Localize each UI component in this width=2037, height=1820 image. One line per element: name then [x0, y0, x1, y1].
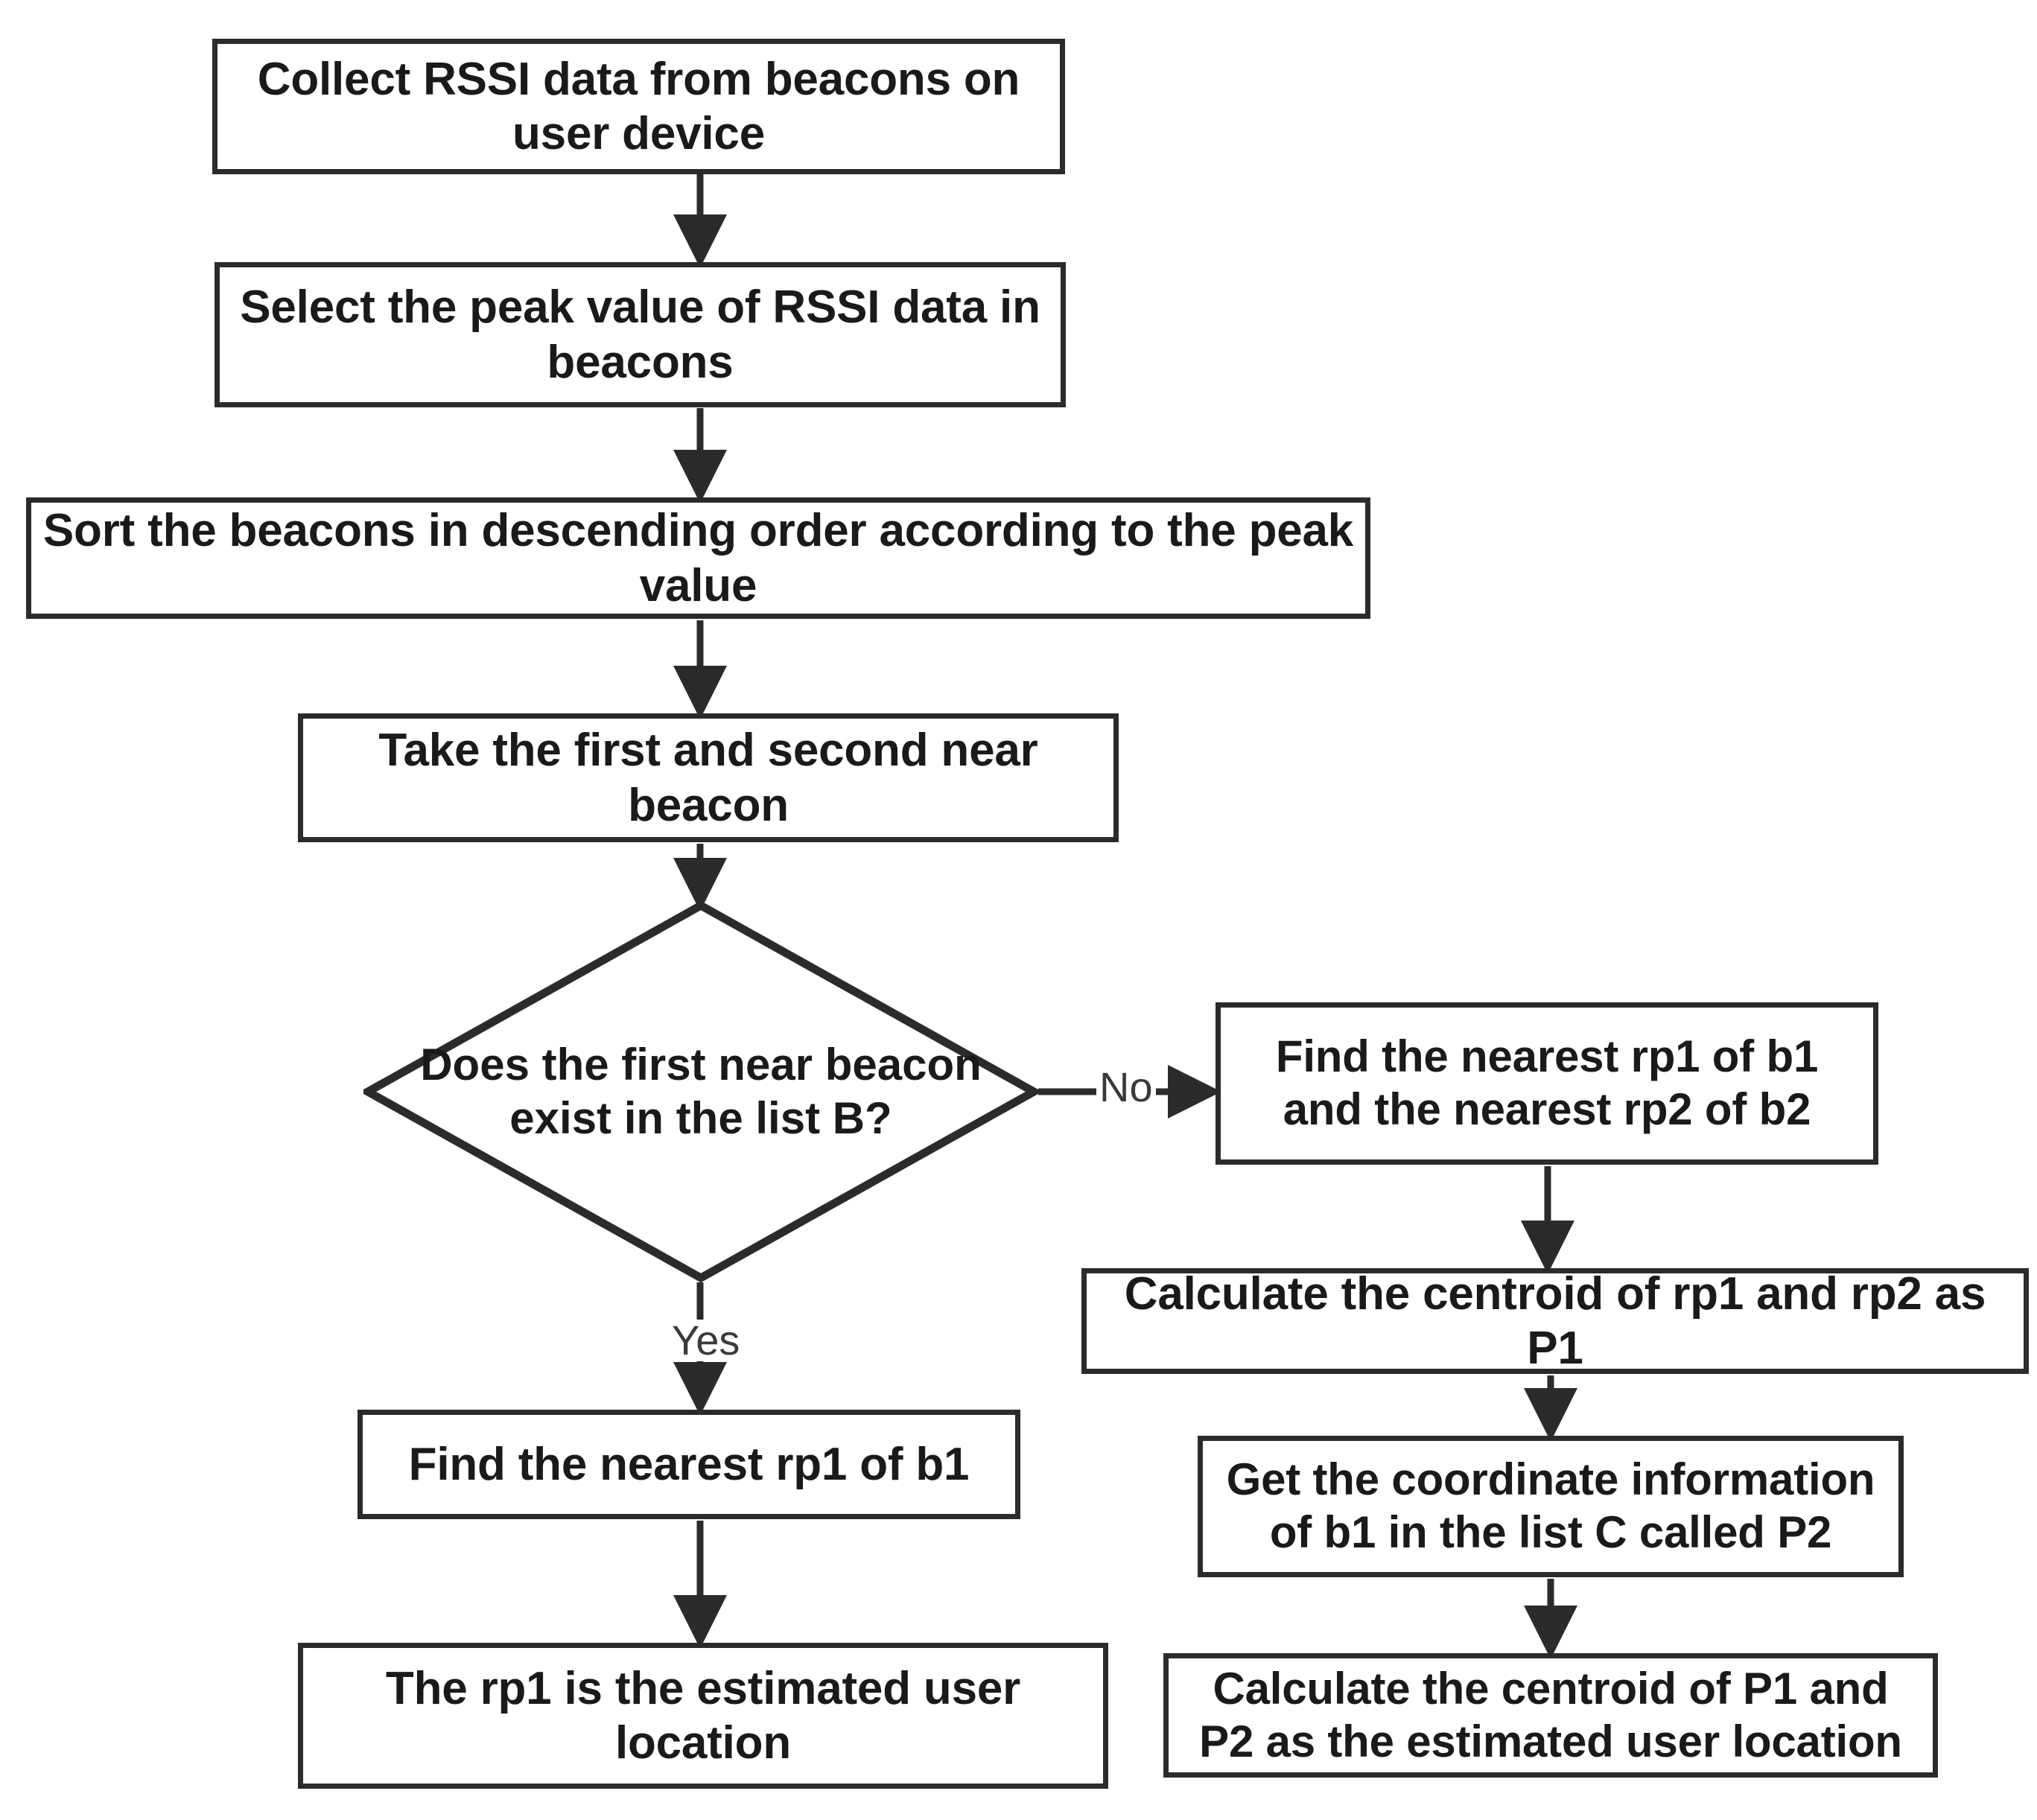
node-calculate-centroid-p1-p2[interactable]: Calculate the centroid of P1 and P2 as t…	[1163, 1653, 1938, 1778]
node-take-first-second-beacon-label: Take the first and second near beacon	[378, 725, 1038, 831]
node-find-nearest-rp1[interactable]: Find the nearest rp1 of b1	[357, 1410, 1020, 1519]
node-calculate-centroid-p1-label: Calculate the centroid of rp1 and rp2 as…	[1124, 1267, 1986, 1374]
node-decision-beacon-in-list-b[interactable]: Does the first near beacon exist in the …	[363, 901, 1038, 1282]
node-select-peak-value[interactable]: Select the peak value of RSSI data in be…	[214, 262, 1066, 407]
node-get-coordinate-p2-label: Get the coordinate information of b1 in …	[1226, 1454, 1875, 1557]
diamond-shape	[363, 901, 1038, 1282]
node-calculate-centroid-p1-p2-label: Calculate the centroid of P1 and P2 as t…	[1199, 1663, 1902, 1766]
node-collect-rssi-data-label: Collect RSSI data from beacons on user d…	[257, 53, 1020, 159]
edge-label-yes: Yes	[669, 1320, 743, 1361]
node-find-nearest-rp1-and-rp2[interactable]: Find the nearest rp1 of b1 and the neare…	[1215, 1002, 1878, 1165]
node-decision-beacon-in-list-b-label: Does the first near beacon exist in the …	[420, 1040, 982, 1143]
node-find-nearest-rp1-label: Find the nearest rp1 of b1	[408, 1438, 970, 1490]
node-select-peak-value-label: Select the peak value of RSSI data in be…	[240, 281, 1040, 388]
node-take-first-second-beacon[interactable]: Take the first and second near beacon	[298, 713, 1119, 842]
node-sort-beacons-descending[interactable]: Sort the beacons in descending order acc…	[26, 497, 1370, 619]
node-sort-beacons-descending-label: Sort the beacons in descending order acc…	[42, 505, 1354, 611]
node-collect-rssi-data[interactable]: Collect RSSI data from beacons on user d…	[212, 39, 1065, 174]
node-rp1-is-estimated-location-label: The rp1 is the estimated user location	[385, 1662, 1021, 1769]
edge-label-no: No	[1096, 1066, 1156, 1108]
node-get-coordinate-p2[interactable]: Get the coordinate information of b1 in …	[1198, 1436, 1904, 1577]
node-find-nearest-rp1-and-rp2-label: Find the nearest rp1 of b1 and the neare…	[1275, 1031, 1819, 1134]
node-calculate-centroid-p1[interactable]: Calculate the centroid of rp1 and rp2 as…	[1081, 1268, 2029, 1374]
node-rp1-is-estimated-location[interactable]: The rp1 is the estimated user location	[298, 1643, 1108, 1789]
